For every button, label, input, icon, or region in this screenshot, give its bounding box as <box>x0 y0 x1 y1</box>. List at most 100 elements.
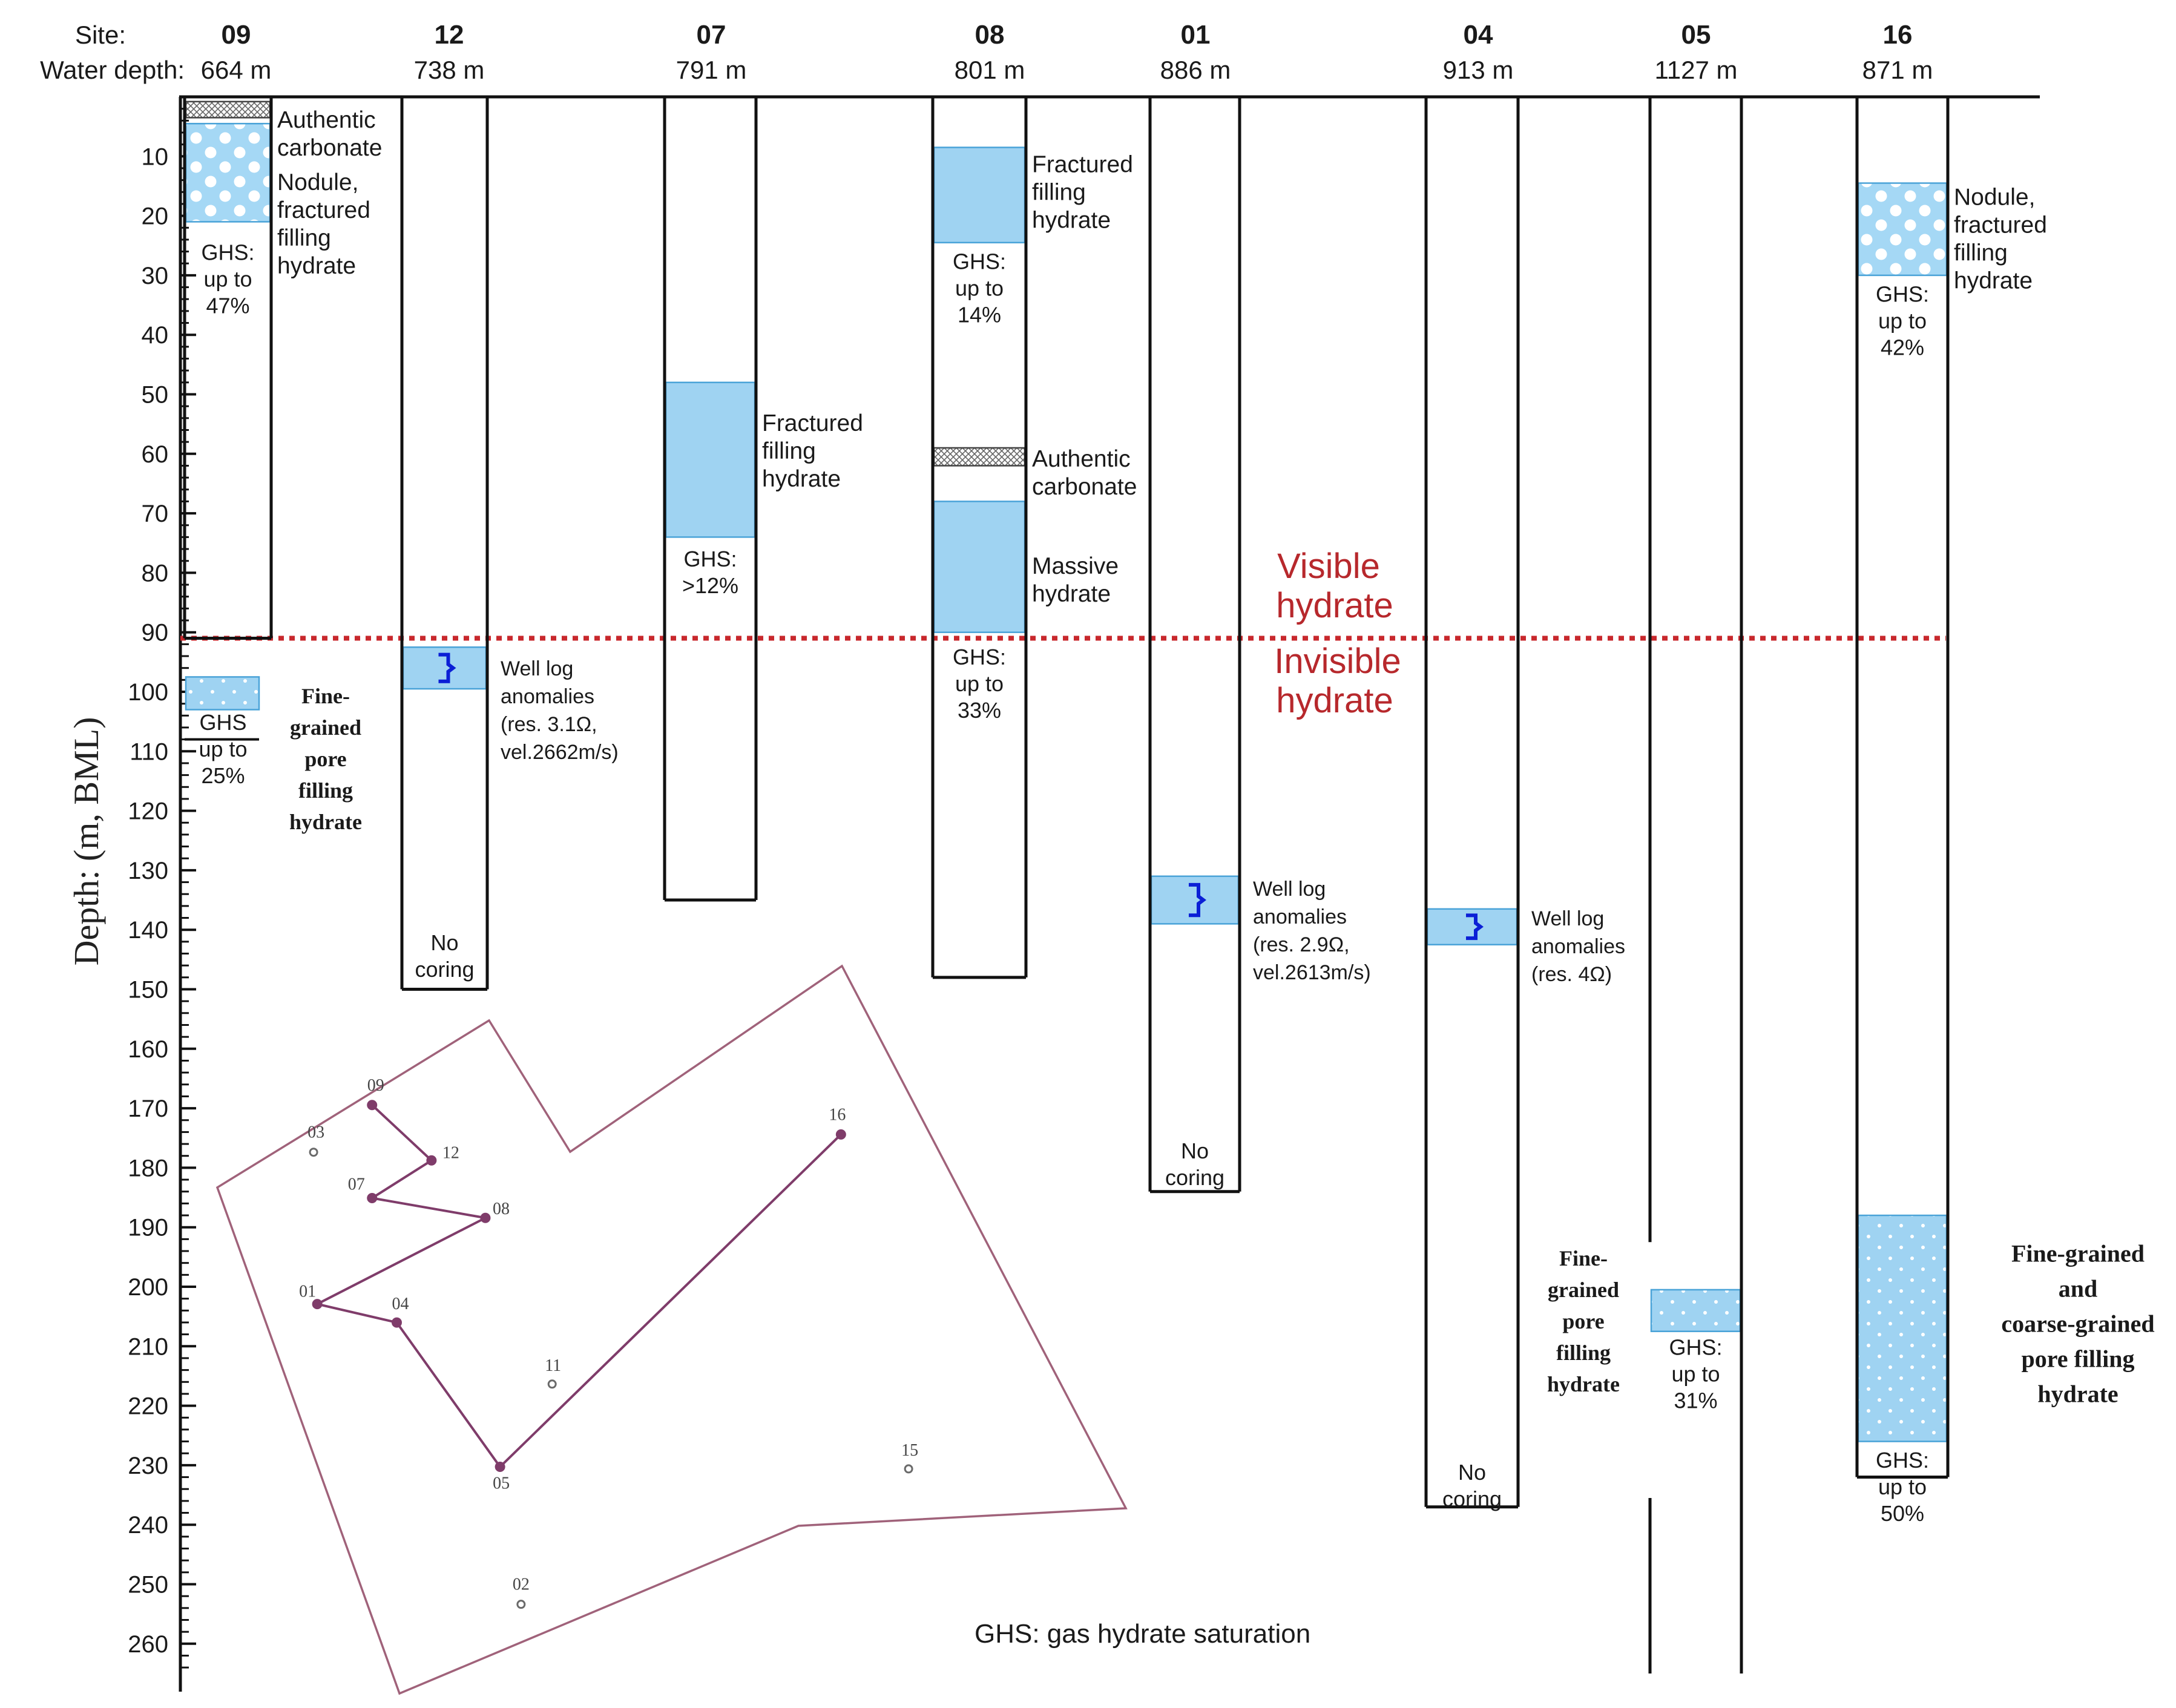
tick-label: 190 <box>128 1215 168 1241</box>
tick-label: 20 <box>142 203 169 230</box>
tick-label: 210 <box>128 1333 168 1360</box>
core-annotation: filling <box>1954 240 2008 266</box>
core-annotation: Well log <box>1531 907 1604 930</box>
core-annotation: GHS: <box>953 645 1006 669</box>
site-id: 09 <box>222 20 251 50</box>
tick-label: 160 <box>128 1036 168 1063</box>
core-annotation: hydrate <box>289 810 362 834</box>
core-annotation: up to <box>199 737 247 761</box>
map-site-label: 03 <box>307 1123 324 1142</box>
core-annotation: GHS: <box>1876 281 1929 306</box>
core-annotation: GHS: <box>201 240 254 265</box>
map-site-label: 11 <box>545 1356 561 1375</box>
site-water-depth: 801 m <box>955 56 1025 84</box>
core-annotation: No <box>1458 1460 1486 1485</box>
core-annotation: (res. 2.9Ω, <box>1253 933 1350 956</box>
tick-label: 70 <box>142 501 169 527</box>
core-annotation: grained <box>1548 1278 1619 1302</box>
tick-label: 10 <box>142 143 169 170</box>
axis-title: Depth: (m, BML) <box>67 717 106 966</box>
core-annotation: Fine- <box>1559 1246 1608 1270</box>
core-annotation: Well log <box>1253 878 1326 901</box>
core-annotation: filling <box>277 225 331 251</box>
footnote: GHS: gas hydrate saturation <box>975 1619 1310 1649</box>
tick-label: 90 <box>142 620 169 646</box>
core-annotation: hydrate <box>1032 581 1111 607</box>
map-site-label: 05 <box>493 1474 510 1493</box>
core-annotation: No <box>1181 1138 1209 1163</box>
depth-axis: 1020304050607080901001101201301401501601… <box>67 95 2040 1692</box>
segment-fine-dots <box>1650 1289 1741 1332</box>
core-annotation: GHS: <box>1876 1448 1929 1473</box>
core-annotation: anomalies <box>1253 905 1347 928</box>
map-site-point <box>480 1212 491 1223</box>
core-annotation: pore <box>304 747 346 771</box>
core-annotation: Authentic <box>277 107 376 133</box>
core-annotation: 14% <box>958 302 1001 327</box>
map-site-label: 04 <box>392 1295 409 1313</box>
core-annotation: carbonate <box>277 135 382 161</box>
tick-label: 110 <box>130 738 168 765</box>
map-site-point <box>516 1600 526 1609</box>
core-annotation: fractured <box>277 197 370 223</box>
tick-label: 80 <box>142 560 169 586</box>
map-site-label: 09 <box>367 1076 384 1095</box>
segment-solid <box>933 501 1026 633</box>
boundary-invisible-line-1: Invisible <box>1274 642 1401 681</box>
segment-nodule <box>1857 182 1948 277</box>
core-annotation: coring <box>1442 1486 1502 1511</box>
tick-label: 40 <box>142 322 169 349</box>
core-annotation: hydrate <box>1954 268 2033 294</box>
tick-label: 250 <box>128 1572 168 1598</box>
site-water-depth: 871 m <box>1862 56 1933 84</box>
site-water-depth: 913 m <box>1443 56 1514 84</box>
core-annotation: (res. 3.1Ω, <box>501 713 597 736</box>
core-annotation: Nodule, <box>277 169 358 195</box>
core-annotation: vel.2613m/s) <box>1253 961 1371 984</box>
tick-label: 50 <box>142 382 169 409</box>
core-annotation: Massive <box>1032 553 1119 579</box>
core-annotation: 47% <box>206 294 249 318</box>
site-id: 08 <box>975 20 1005 50</box>
core-annotation: up to <box>1878 308 1927 333</box>
core-annotation: up to <box>955 275 1004 300</box>
core-annotation: fractured <box>1954 212 2047 238</box>
tick-label: 120 <box>128 798 168 825</box>
site-label: Site: <box>75 21 126 49</box>
core-annotation: GHS: <box>1669 1335 1722 1359</box>
core-annotation: >12% <box>682 573 738 598</box>
tick-label: 100 <box>128 679 168 706</box>
core-annotation: Fine- <box>301 684 350 708</box>
core-annotation: Well log <box>501 657 573 680</box>
segment-solid <box>933 146 1026 244</box>
core-annotation: filling <box>1032 180 1086 206</box>
map-site-label: 12 <box>442 1143 459 1162</box>
segment-carbonate <box>933 447 1026 467</box>
core-annotation: coring <box>415 957 474 982</box>
boundary-visible-line-1: Visible <box>1277 547 1380 586</box>
core-annotation: Fine-grained <box>2011 1240 2145 1267</box>
core-annotation: carbonate <box>1032 474 1137 500</box>
map-site-label: 15 <box>901 1441 918 1460</box>
map-site-point <box>312 1299 323 1310</box>
tick-label: 30 <box>142 263 169 289</box>
core-annotation: GHS <box>199 710 246 735</box>
map-site-label: 07 <box>348 1175 365 1194</box>
map-site-point <box>547 1379 557 1389</box>
map-site-label: 08 <box>493 1200 510 1218</box>
core-annotation: Nodule, <box>1954 185 2035 211</box>
core-annotation: hydrate <box>277 253 356 279</box>
well-log-marker <box>1466 913 1484 941</box>
well-log-marker <box>438 652 456 683</box>
tick-label: 200 <box>128 1274 168 1301</box>
core-annotation: hydrate <box>762 466 841 492</box>
site-water-depth: 664 m <box>201 56 272 84</box>
tick-label: 220 <box>128 1393 168 1420</box>
tick-label: 230 <box>128 1453 168 1479</box>
